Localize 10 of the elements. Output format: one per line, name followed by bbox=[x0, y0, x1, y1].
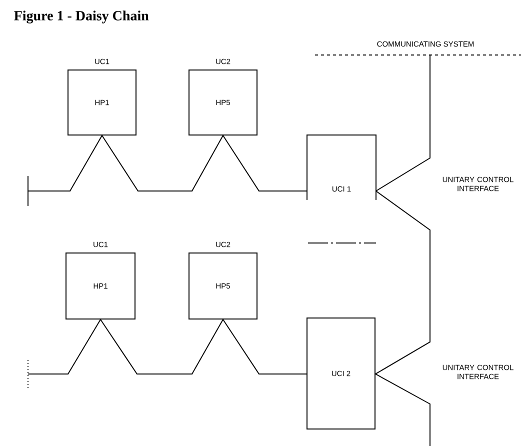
title: Figure 1 - Daisy Chain bbox=[14, 10, 149, 24]
bus-line bbox=[100, 319, 224, 374]
bus-line bbox=[28, 135, 102, 192]
bus-line bbox=[375, 374, 430, 446]
bus-line bbox=[222, 135, 308, 192]
bus-line bbox=[102, 135, 224, 192]
bus-line bbox=[376, 54, 430, 192]
bus-line bbox=[222, 319, 307, 374]
bus-line bbox=[375, 190, 430, 374]
bus-line bbox=[28, 319, 101, 374]
